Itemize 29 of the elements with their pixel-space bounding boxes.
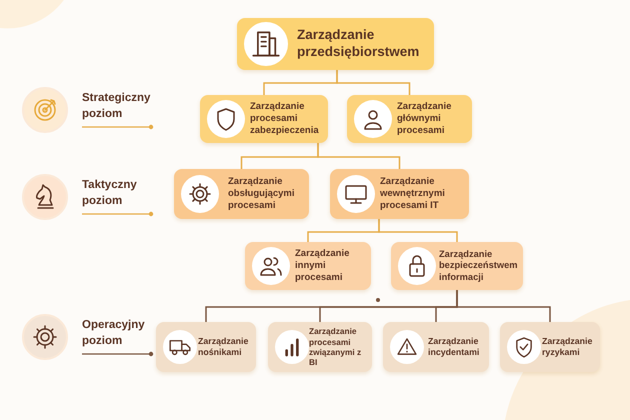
box-label: Zarządzanie nośnikami <box>198 336 250 358</box>
process-box <box>268 322 372 372</box>
process-box <box>330 169 469 219</box>
connector-line <box>317 143 400 169</box>
box-label: Zarządzanie obsługującymi procesami <box>228 176 296 212</box>
box-label: Zarządzanie wewnętrznymi procesami IT <box>380 176 446 212</box>
process-box <box>347 95 472 143</box>
level-label: Taktyczny poziom <box>82 178 138 209</box>
level-label: Strategiczny poziom <box>82 91 152 122</box>
process-box <box>200 95 328 143</box>
box-label: Zarządzanie procesami związanymi z BI <box>309 326 362 368</box>
process-box <box>383 322 489 372</box>
connector-line <box>336 70 410 95</box>
box-label: Zarządzanie głównymi procesami <box>397 101 452 137</box>
process-box <box>391 242 523 290</box>
connector-line <box>378 219 458 242</box>
process-box <box>156 322 256 372</box>
connector-line <box>456 290 551 322</box>
box-label: Zarządzanie przedsiębiorstwem <box>297 27 420 61</box>
process-box <box>500 322 600 372</box>
box-label: Zarządzanie incydentami <box>428 336 480 358</box>
process-box <box>237 18 434 70</box>
process-box <box>245 242 371 290</box>
box-label: Zarządzanie bezpieczeństwem informacji <box>439 248 519 284</box>
box-label: Zarządzanie innymi procesami <box>295 248 350 284</box>
box-label: Zarządzanie procesami zabezpieczenia <box>250 101 320 137</box>
level-label: Operacyjny poziom <box>82 318 146 349</box>
box-label: Zarządzanie ryzykami <box>542 336 594 358</box>
process-box <box>174 169 309 219</box>
